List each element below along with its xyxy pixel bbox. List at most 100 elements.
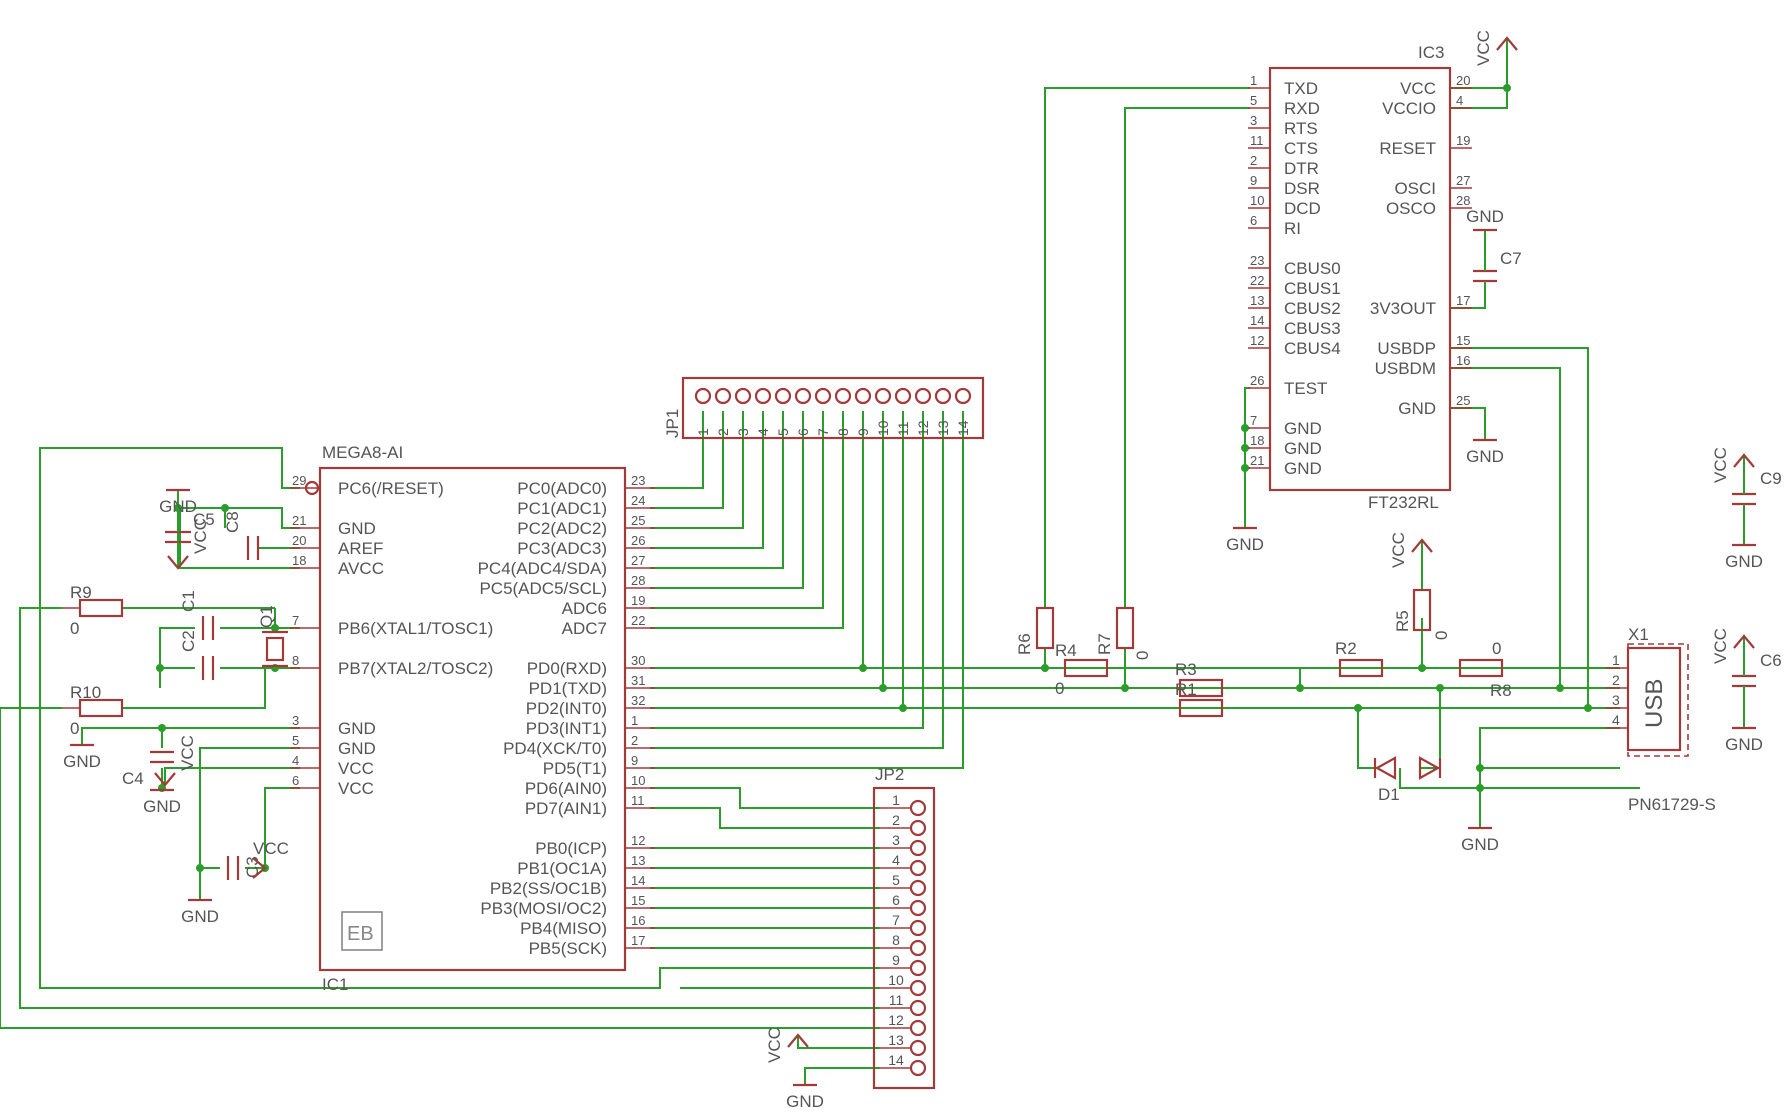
ic1-pin-name: PC2(ADC2)	[517, 519, 607, 538]
ic3-pin-number: 18	[1250, 433, 1264, 448]
ic3-pin-name: VCCIO	[1382, 99, 1436, 118]
gnd-symbol: GND	[1466, 438, 1504, 466]
crystal-q1: Q1	[257, 605, 288, 668]
r10-body	[78, 698, 124, 718]
ic1-pin-number: 18	[292, 553, 306, 568]
ic1-pin-number: 20	[292, 533, 306, 548]
ic3-value: FT232RL	[1368, 493, 1439, 512]
r5-value: 0	[1432, 631, 1451, 640]
ic3-pin-number: 7	[1250, 413, 1257, 428]
gnd-symbol: GND	[181, 898, 219, 926]
gnd-label: GND	[1226, 535, 1264, 554]
ic1-pin-name: PC4(ADC4/SDA)	[478, 559, 607, 578]
jp1-pin-pad	[734, 387, 752, 405]
gnd-label: GND	[1466, 207, 1504, 226]
ic1-pin-name: PD7(AIN1)	[525, 799, 607, 818]
wires	[0, 38, 1640, 1085]
ic1-pin-number: 27	[631, 553, 645, 568]
c2-label: C2	[179, 630, 198, 652]
ic3-pin-number: 11	[1250, 133, 1264, 148]
x1-pin-number: 3	[1612, 692, 1620, 708]
ic3-pin-name: RTS	[1284, 119, 1318, 138]
jp1-pin-number: 12	[915, 420, 931, 436]
r9-label: R9	[70, 583, 92, 602]
ic3-pin-name: DCD	[1284, 199, 1321, 218]
ic1-pin-name: AVCC	[338, 559, 384, 578]
jp1-pin-pad	[834, 387, 852, 405]
jp1-pin-number: 3	[735, 428, 751, 436]
gnd-label: GND	[143, 797, 181, 816]
ic1-pin-name: PD3(INT1)	[526, 719, 607, 738]
vcc-arrow-icon: VCC	[1711, 447, 1755, 483]
jp2-pin-pad	[909, 1019, 927, 1037]
jp2-pin-pad	[909, 979, 927, 997]
ic1-pin-name: PC1(ADC1)	[517, 499, 607, 518]
ic3-pin-name: RI	[1284, 219, 1301, 238]
r4-label: R4	[1055, 641, 1077, 660]
jp1-pin-number: 6	[795, 428, 811, 436]
ic3-pin-number: 19	[1456, 133, 1470, 148]
capacitors: C5 C8 C1 C2 C4 C3 C7 C9	[122, 249, 1782, 880]
gnd-symbol: GND	[1725, 543, 1763, 571]
ic1-pin-name: PB3(MOSI/OC2)	[480, 899, 607, 918]
c8-label: C8	[223, 511, 242, 533]
ic1-pin-number: 25	[631, 513, 645, 528]
x1-pin-number: 4	[1612, 712, 1620, 728]
r2-body	[1338, 658, 1384, 678]
jp2-pin-number: 2	[892, 812, 900, 828]
jp1-pin-pad	[914, 387, 932, 405]
x1-name: X1	[1628, 625, 1649, 644]
ic1-pin-number: 15	[631, 893, 645, 908]
r1-label: R1	[1175, 680, 1197, 699]
ic3-pin-name: GND	[1284, 459, 1322, 478]
gnd-symbol: GND	[63, 743, 101, 771]
jp2-pin-pad	[909, 939, 927, 957]
ic1-pin-number: 26	[631, 533, 645, 548]
ic3-pin-number: 13	[1250, 293, 1264, 308]
ic3-name: IC3	[1418, 43, 1444, 62]
ic1-pin-name: VCC	[338, 779, 374, 798]
r10-label: R10	[70, 683, 101, 702]
ic1-pin-name: PC6(/RESET)	[338, 479, 444, 498]
ic1-pin-name: PD4(XCK/T0)	[503, 739, 607, 758]
ic1-pin-name: PB0(ICP)	[535, 839, 607, 858]
ic1-pin-number: 1	[631, 713, 638, 728]
jp2-name: JP2	[875, 765, 904, 784]
ic3-pin-number: 6	[1250, 213, 1257, 228]
ic1-pin-number: 4	[292, 753, 299, 768]
ic1-pin-name: PB5(SCK)	[529, 939, 607, 958]
ic1-pin-number: 3	[292, 713, 299, 728]
gnd-symbol: GND	[786, 1083, 824, 1111]
jp2-pin-number: 7	[892, 912, 900, 928]
jp2-pin-pad	[909, 859, 927, 877]
jp2-pin-pad	[909, 1059, 927, 1077]
r4-body	[1063, 658, 1109, 678]
ic3-pin-name: CBUS2	[1284, 299, 1341, 318]
ic3-pin-name: CBUS0	[1284, 259, 1341, 278]
ic3-pin-number: 9	[1250, 173, 1257, 188]
ic1-pin-name: GND	[338, 739, 376, 758]
gnd-symbol: GND	[1725, 726, 1763, 754]
ic3-pin-name: USBDP	[1377, 339, 1436, 358]
ic3-pin-name: OSCI	[1394, 179, 1436, 198]
ic3-pin-name: CTS	[1284, 139, 1318, 158]
gnd-label: GND	[1725, 735, 1763, 754]
jp2-pin-number: 5	[892, 872, 900, 888]
r2-label: R2	[1335, 639, 1357, 658]
ic3-pin-name: CBUS4	[1284, 339, 1341, 358]
jp1-pin-pad	[954, 387, 972, 405]
jp1-pin-number: 11	[895, 421, 911, 436]
ic3-pin-name: GND	[1398, 399, 1436, 418]
x1-pin-number: 2	[1612, 672, 1620, 688]
ic3-pin-name: DSR	[1284, 179, 1320, 198]
jp2-pin-number: 14	[888, 1052, 904, 1068]
jp1-pin-pad	[934, 387, 952, 405]
gnd-label: GND	[181, 907, 219, 926]
jp1-pin-number: 4	[755, 428, 771, 436]
r8-label: R8	[1490, 681, 1512, 700]
jp1-pin-number: 14	[955, 420, 971, 436]
gnd-label: GND	[1466, 447, 1504, 466]
jp1-pin-pad	[814, 387, 832, 405]
r8-body	[1458, 658, 1504, 678]
